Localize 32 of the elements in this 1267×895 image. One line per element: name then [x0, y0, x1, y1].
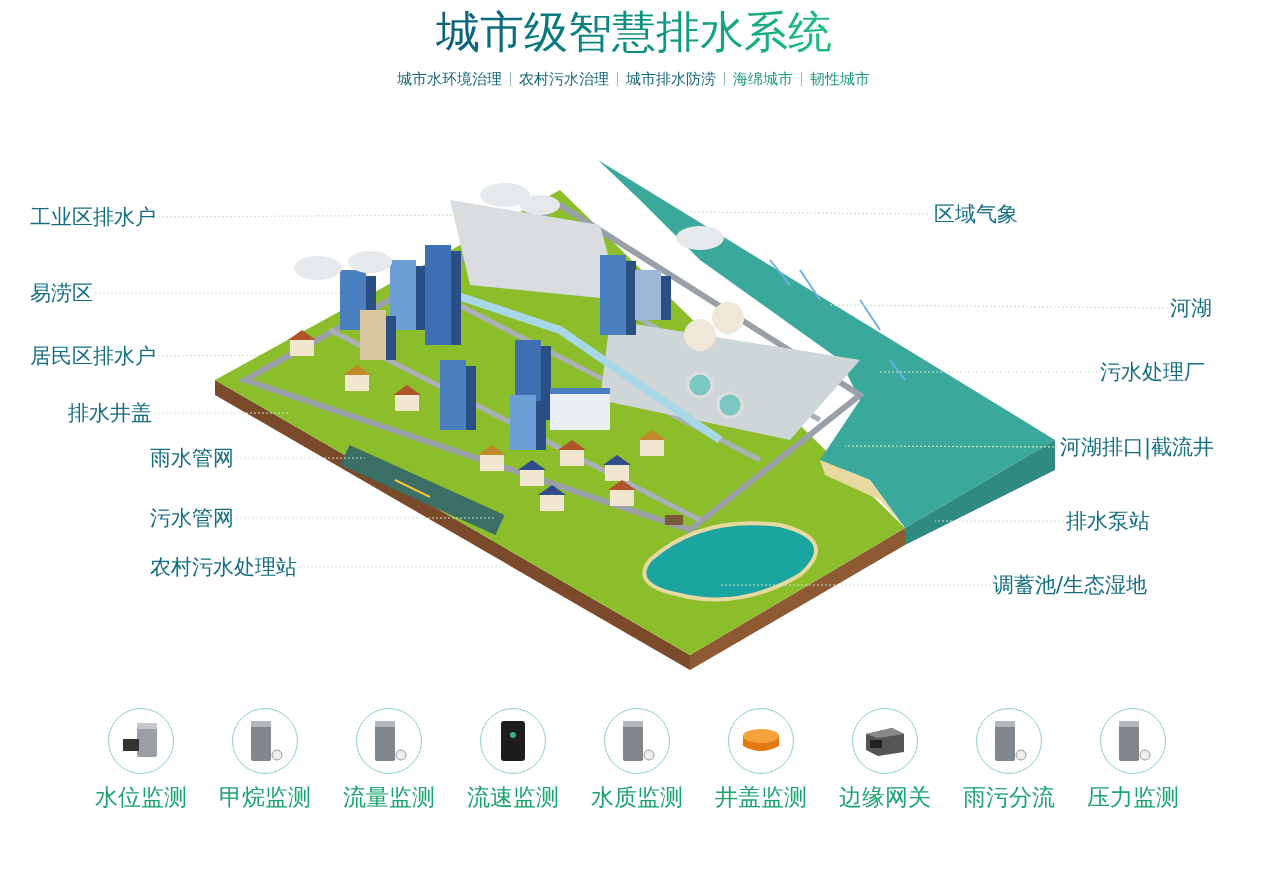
callout-label: 调蓄池/生态湿地: [993, 572, 1148, 598]
callout-label: 居民区排水户: [30, 343, 156, 369]
callout-label: 河湖: [1170, 295, 1212, 321]
subtitle-tag: 城市水环境治理: [397, 68, 502, 91]
sensor-label: 流量监测: [343, 783, 435, 812]
sensor-label: 水位监测: [95, 783, 187, 812]
callout-label: 易涝区: [30, 280, 93, 306]
callout-label: 排水泵站: [1066, 508, 1150, 534]
subtitle-tag: 城市排水防涝: [626, 68, 716, 91]
leader-line: [157, 214, 471, 218]
sensor-label: 水质监测: [591, 783, 683, 812]
subtitle-tag: 海绵城市: [733, 68, 793, 91]
callout-label: 排水井盖: [68, 400, 152, 426]
leader-line: [829, 304, 1169, 309]
sensor-label: 雨污分流: [963, 783, 1055, 812]
callout-label: 河湖排口|截流井: [1060, 434, 1215, 460]
callout-label: 污水管网: [150, 505, 234, 531]
subtitle-tag: 农村污水治理: [519, 68, 609, 91]
sensor-label: 压力监测: [1087, 783, 1179, 812]
callout-label: 工业区排水户: [30, 204, 156, 230]
sensor-label: 流速监测: [467, 783, 559, 812]
callout-label: 污水处理厂: [1100, 359, 1205, 385]
callout-label: 雨水管网: [150, 445, 234, 471]
leader-line: [719, 584, 992, 586]
sensor-label: 边缘网关: [839, 783, 931, 812]
sensor-label: 甲烷监测: [219, 783, 311, 812]
subtitle-tag: 韧性城市: [810, 68, 870, 91]
leader-line: [689, 211, 933, 215]
leader-line: [157, 354, 263, 357]
callout-label: 农村污水处理站: [150, 554, 297, 580]
sensor-label: 井盖监测: [715, 783, 807, 812]
callout-label: 区域气象: [934, 201, 1018, 227]
